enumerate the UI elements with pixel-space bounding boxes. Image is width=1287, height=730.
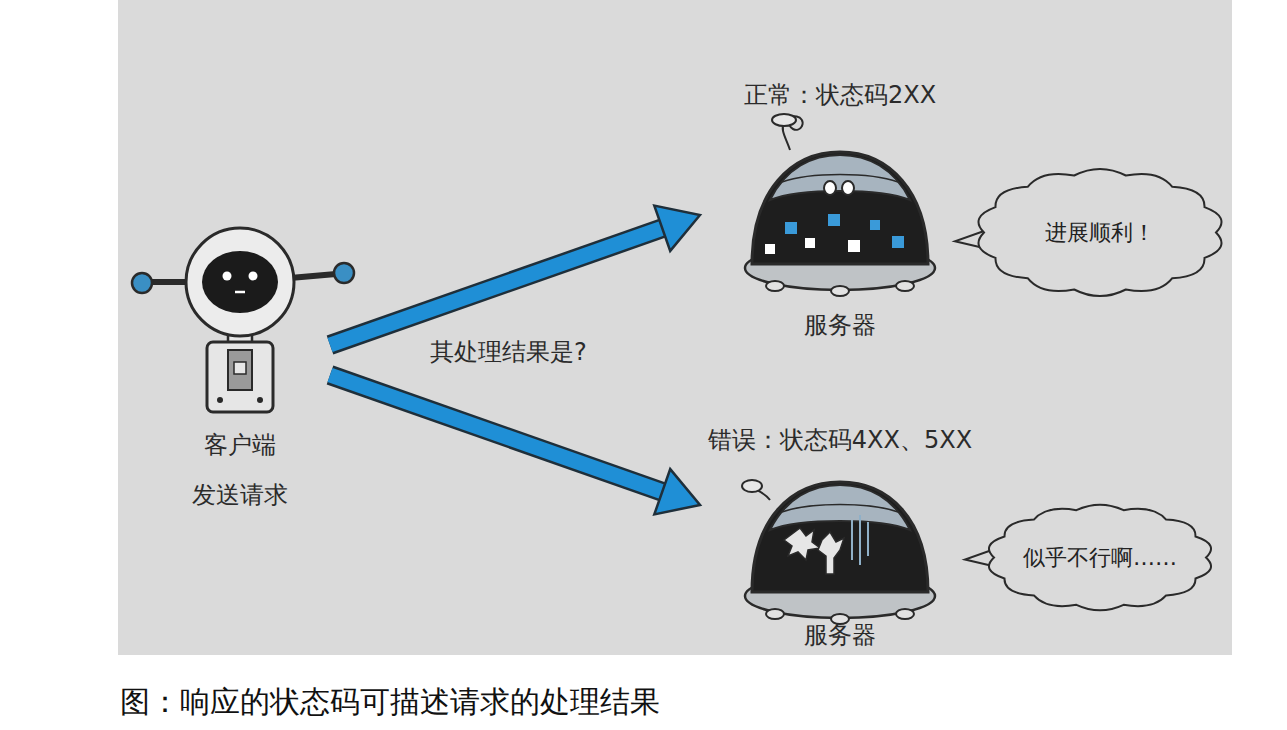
arrow-shaft bbox=[330, 227, 666, 345]
server-light bbox=[870, 220, 880, 230]
figure-caption: 图：响应的状态码可描述请求的处理结果 bbox=[120, 683, 660, 721]
request-arrow bbox=[330, 375, 700, 514]
robot-arm bbox=[290, 274, 336, 278]
server-wheel bbox=[896, 609, 914, 619]
arrow-question: 其处理结果是? bbox=[430, 337, 587, 367]
client-robot bbox=[132, 228, 354, 412]
server-stripe bbox=[782, 175, 898, 183]
server-ok bbox=[745, 114, 935, 296]
server-dome bbox=[752, 482, 928, 592]
robot-head bbox=[186, 228, 294, 336]
server-eye bbox=[842, 181, 854, 195]
node-text: 正常：状态码2XX bbox=[744, 80, 936, 110]
server-node: 错误：状态码4XX、5XX 服务器 bbox=[700, 425, 980, 650]
robot-mouth bbox=[235, 291, 245, 294]
robot-body bbox=[207, 342, 273, 412]
server-crack bbox=[818, 532, 844, 574]
robot-eye bbox=[249, 272, 258, 281]
node-subtext: 发送请求 bbox=[192, 480, 288, 510]
node-subtext: 服务器 bbox=[804, 310, 876, 340]
server-antenna bbox=[772, 114, 796, 126]
arrow-shaft bbox=[330, 375, 666, 493]
client-node: 客户端发送请求 bbox=[150, 220, 330, 510]
server-antenna bbox=[742, 480, 762, 492]
server-light bbox=[765, 244, 775, 254]
robot-face bbox=[202, 251, 278, 313]
server-wheel bbox=[896, 281, 914, 291]
server-light bbox=[892, 236, 904, 248]
node-text: 似乎不行啊…… bbox=[1023, 544, 1177, 572]
bubble-cloud bbox=[989, 505, 1211, 611]
node-text: 客户端 bbox=[204, 430, 276, 460]
request-arrow bbox=[330, 206, 700, 345]
server-node: 正常：状态码2XX 服务器 bbox=[700, 80, 980, 340]
arrow-head bbox=[654, 469, 700, 514]
server-streak bbox=[851, 520, 853, 560]
server-eye bbox=[824, 181, 836, 195]
robot-panel bbox=[228, 350, 252, 390]
speech-bubble: 进展顺利！ bbox=[975, 165, 1225, 300]
robot-arm bbox=[150, 279, 190, 285]
arrow-head bbox=[654, 206, 700, 251]
server-wheel bbox=[766, 281, 784, 291]
server-light bbox=[805, 238, 815, 248]
server-dome bbox=[752, 152, 928, 264]
server-wheel bbox=[766, 609, 784, 619]
server-error bbox=[742, 480, 935, 624]
server-streak bbox=[859, 515, 861, 565]
arrow-outline bbox=[330, 227, 666, 345]
arrow-outline bbox=[330, 375, 666, 493]
server-crack bbox=[784, 528, 820, 560]
robot-dot bbox=[217, 397, 223, 403]
server-light bbox=[848, 240, 860, 252]
robot-ear bbox=[334, 263, 354, 283]
speech-bubble: 似乎不行啊…… bbox=[985, 500, 1215, 615]
robot-ear bbox=[132, 273, 152, 293]
robot-eye bbox=[223, 272, 232, 281]
server-stripe bbox=[782, 505, 898, 513]
server-streak bbox=[867, 522, 869, 556]
robot-dot bbox=[257, 397, 263, 403]
node-subtext: 服务器 bbox=[804, 620, 876, 650]
robot-button bbox=[234, 362, 246, 374]
node-text: 进展顺利！ bbox=[1045, 219, 1155, 247]
server-wheel bbox=[831, 286, 849, 296]
bubble-cloud bbox=[978, 169, 1221, 296]
server-light bbox=[828, 214, 840, 226]
server-cap bbox=[770, 485, 910, 530]
server-cap bbox=[770, 155, 910, 200]
server-light bbox=[785, 222, 797, 234]
node-text: 错误：状态码4XX、5XX bbox=[708, 425, 972, 455]
